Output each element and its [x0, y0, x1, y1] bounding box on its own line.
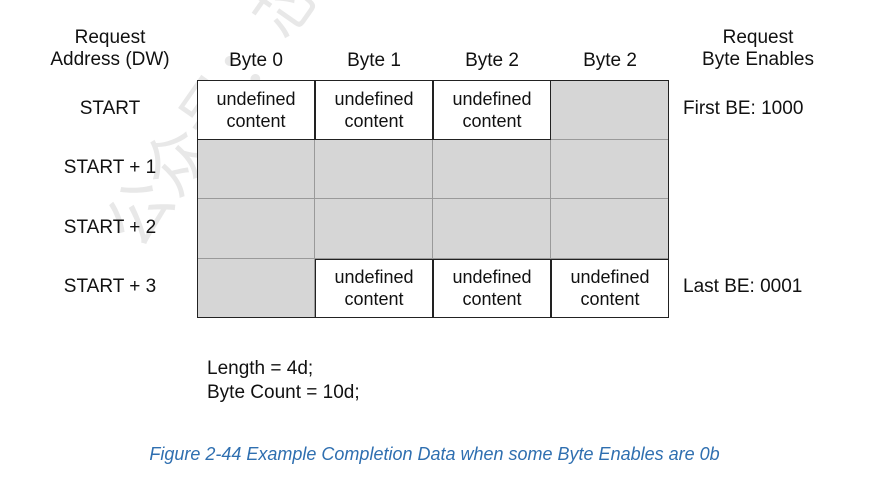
unused-byte-cell — [433, 199, 551, 259]
cell-text-line: content — [226, 110, 286, 131]
row-label-start-plus-1: START + 1 — [63, 157, 157, 178]
byte-col-header-2: Byte 2 — [465, 50, 519, 71]
unused-byte-cell — [551, 199, 669, 259]
cell-text-line: content — [580, 289, 640, 310]
unused-byte-cell — [433, 139, 551, 199]
cell-text-line: undefined — [570, 267, 650, 288]
cell-text-line: undefined — [216, 88, 296, 109]
unused-byte-cell — [197, 139, 315, 199]
figure-caption: Figure 2-44 Example Completion Data when… — [149, 444, 720, 464]
byte-col-header-0: Byte 0 — [229, 50, 283, 71]
cell-text-line: undefined — [452, 88, 532, 109]
unused-byte-cell — [315, 139, 433, 199]
row-label-start: START — [79, 98, 141, 119]
cell-text-line: content — [344, 110, 404, 131]
cell-text-line: content — [344, 289, 404, 310]
cell-text-line: undefined — [334, 267, 414, 288]
unused-byte-cell — [315, 199, 433, 259]
address-header-line2: Address (DW) — [50, 49, 170, 70]
row-label-start-plus-3: START + 3 — [63, 276, 157, 297]
address-header-line1: Request — [74, 27, 146, 48]
byte-enables-header-line1: Request — [722, 27, 794, 48]
byte-enables-header: Request Byte Enables — [683, 27, 833, 71]
address-header: Request Address (DW) — [40, 27, 180, 71]
unused-byte-cell — [197, 199, 315, 259]
cell-text-line: undefined — [334, 88, 414, 109]
length-note: Length = 4d; Byte Count = 10d; — [207, 357, 360, 405]
byte-col-header-1: Byte 1 — [347, 50, 401, 71]
unused-byte-cell — [551, 139, 669, 199]
cell-text-line: content — [462, 110, 522, 131]
byte-col-header-3: Byte 2 — [583, 50, 637, 71]
last-byte-enable: Last BE: 0001 — [683, 276, 803, 297]
length-line: Length = 4d; — [207, 358, 314, 379]
cell-text-line: undefined — [452, 267, 532, 288]
unused-byte-cell — [551, 80, 669, 140]
row-label-start-plus-2: START + 2 — [63, 217, 157, 238]
cell-text-line: content — [462, 289, 522, 310]
first-byte-enable: First BE: 1000 — [683, 98, 804, 119]
unused-byte-cell — [197, 258, 315, 318]
byte-count-line: Byte Count = 10d; — [207, 382, 360, 403]
byte-enables-header-line2: Byte Enables — [702, 49, 814, 70]
